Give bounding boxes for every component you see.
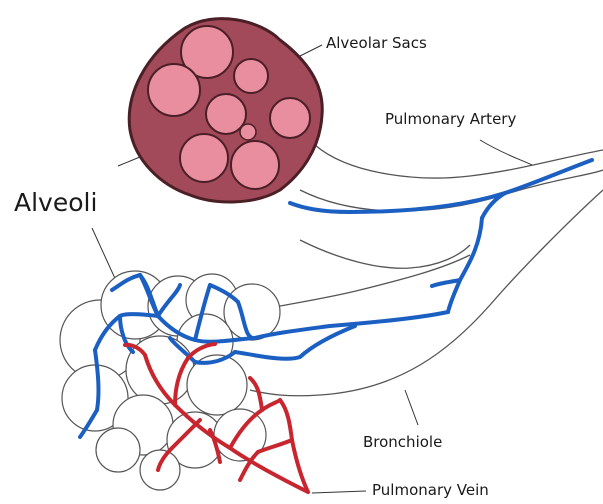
leader-pulmonary-artery <box>480 140 532 165</box>
alveolar-sacs-label: Alveolar Sacs <box>326 34 427 52</box>
bronchiole-label: Bronchiole <box>363 433 442 451</box>
leader-bronchiole <box>405 390 418 425</box>
sac-alveolus <box>231 141 279 189</box>
artery-main <box>255 312 448 338</box>
pulmonary-artery-label: Pulmonary Artery <box>385 110 516 128</box>
sac-alveolus <box>234 59 268 93</box>
alveolus <box>224 284 280 340</box>
vein-branch <box>250 378 262 410</box>
artery-branch <box>120 314 158 316</box>
sac-alveolus <box>240 124 256 140</box>
sac-alveolus <box>180 134 228 182</box>
sac-alveolus <box>270 98 310 138</box>
artery-main <box>290 160 592 212</box>
vein-branch <box>262 400 280 410</box>
alveolus <box>96 428 140 472</box>
alveolar-sac-cluster <box>129 19 322 202</box>
leader-alveoli-bottom <box>92 228 118 285</box>
sac-alveolus <box>148 64 200 116</box>
leader-pulmonary-vein <box>312 491 366 493</box>
artery-main <box>448 218 482 312</box>
alveoli-label: Alveoli <box>14 188 97 217</box>
pulmonary-vein-label: Pulmonary Vein <box>372 481 489 499</box>
sac-alveolus <box>206 94 246 134</box>
